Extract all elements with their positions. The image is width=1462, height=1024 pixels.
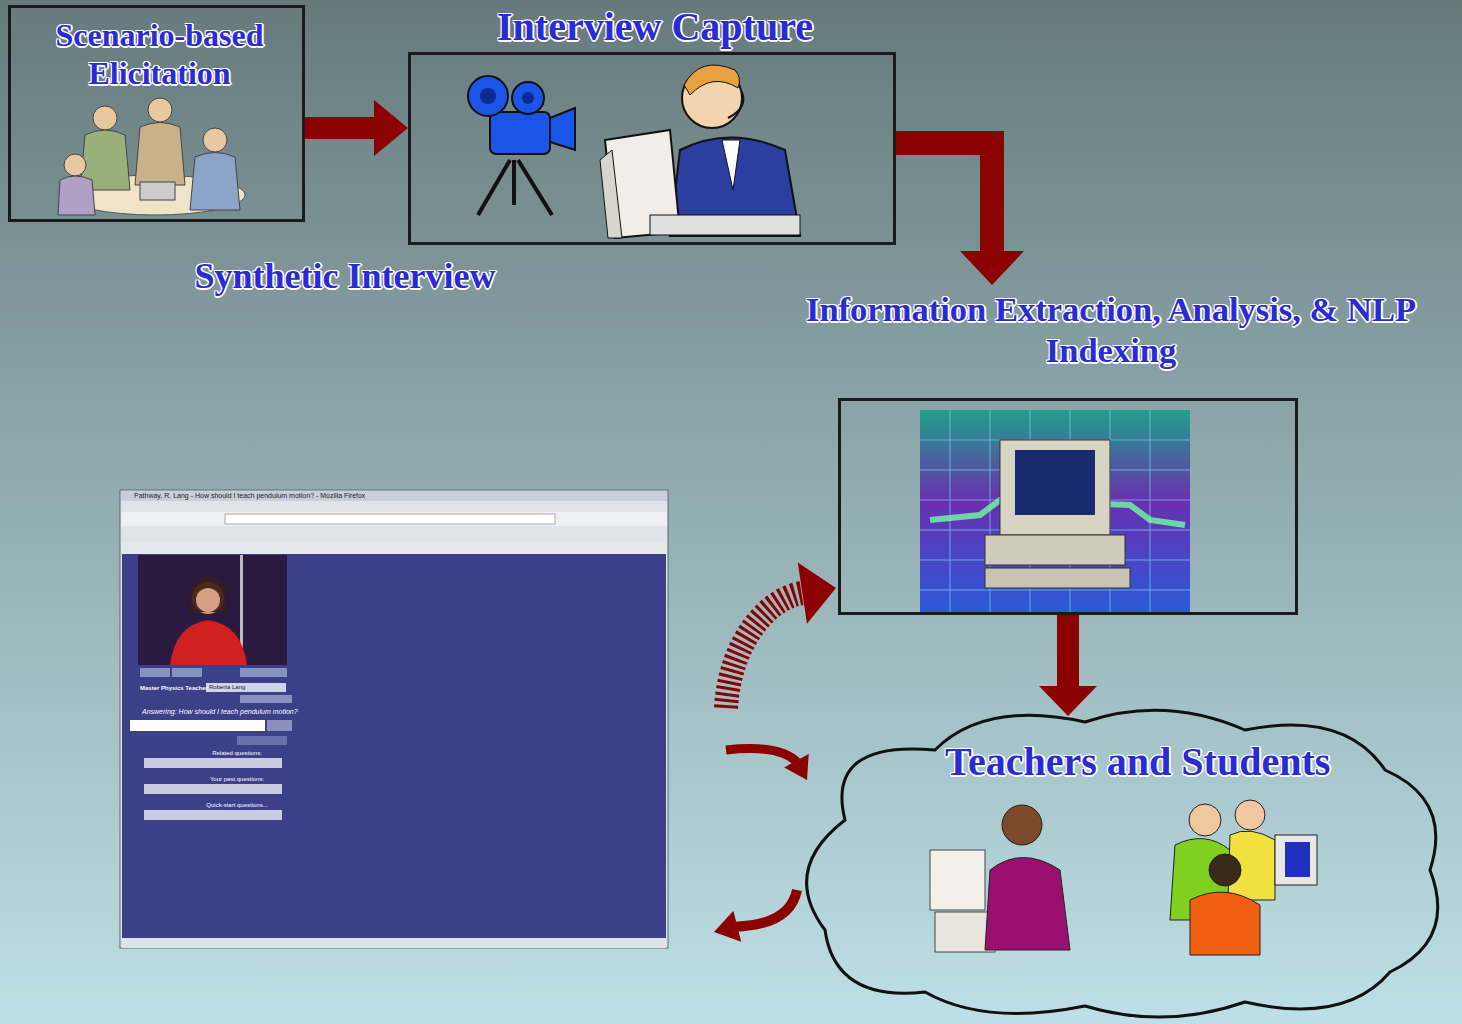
arrow-shaft xyxy=(726,749,797,763)
arrow-shaft xyxy=(305,117,376,139)
process-box: Information Extraction, Analysis, & NLP … xyxy=(838,398,1298,615)
arrow-head xyxy=(960,251,1024,285)
video-camera xyxy=(468,76,575,215)
flow-arrow xyxy=(896,143,1024,285)
arrow-head xyxy=(374,100,408,156)
screen-text: Master Physics Teacher xyxy=(140,685,208,692)
screen-text: Pathway, R. Lang - How should I teach pe… xyxy=(134,492,365,500)
arrow-shaft xyxy=(726,593,804,708)
arrow-shaft xyxy=(896,143,992,253)
screen-text: Roberta Lang xyxy=(209,684,245,691)
flow-arrow xyxy=(726,749,809,780)
group-label: Synthetic Interview xyxy=(150,255,540,298)
cloud-path xyxy=(807,710,1438,1017)
screenshot xyxy=(120,490,668,948)
people-clipart xyxy=(930,800,1317,955)
arrow-shaft xyxy=(1057,615,1079,688)
arrow-head xyxy=(1039,686,1097,716)
node-title: Scenario-based Elicitation xyxy=(11,16,308,93)
process-box: Interview Capture xyxy=(408,52,896,245)
screen-text: Related questions: xyxy=(182,750,292,757)
screenshot-window: Pathway, R. Lang - How should I teach pe… xyxy=(120,490,668,948)
node-title: Interview Capture xyxy=(411,3,899,51)
flow-arrow xyxy=(1039,615,1097,716)
process-box: Scenario-based Elicitation xyxy=(8,5,305,222)
flow-arrow xyxy=(726,562,836,708)
screen-text: Answering: How should I teach pendulum m… xyxy=(142,708,298,716)
node-title: Teachers and Students xyxy=(945,738,1395,786)
flow-arrow xyxy=(305,100,408,156)
cloud-shape: Teachers and Students xyxy=(785,700,1445,1020)
arrow-shaft xyxy=(735,890,797,927)
man-at-computer xyxy=(600,65,800,238)
flow-arrow xyxy=(714,890,797,942)
screen-text: Your past questions: xyxy=(182,776,292,783)
computer-image xyxy=(920,410,1190,612)
screen-text: Quick-start questions... xyxy=(182,802,292,809)
arrow-head xyxy=(798,562,836,623)
meeting-clipart xyxy=(58,98,245,215)
node-title: Information Extraction, Analysis, & NLP … xyxy=(761,289,1461,372)
